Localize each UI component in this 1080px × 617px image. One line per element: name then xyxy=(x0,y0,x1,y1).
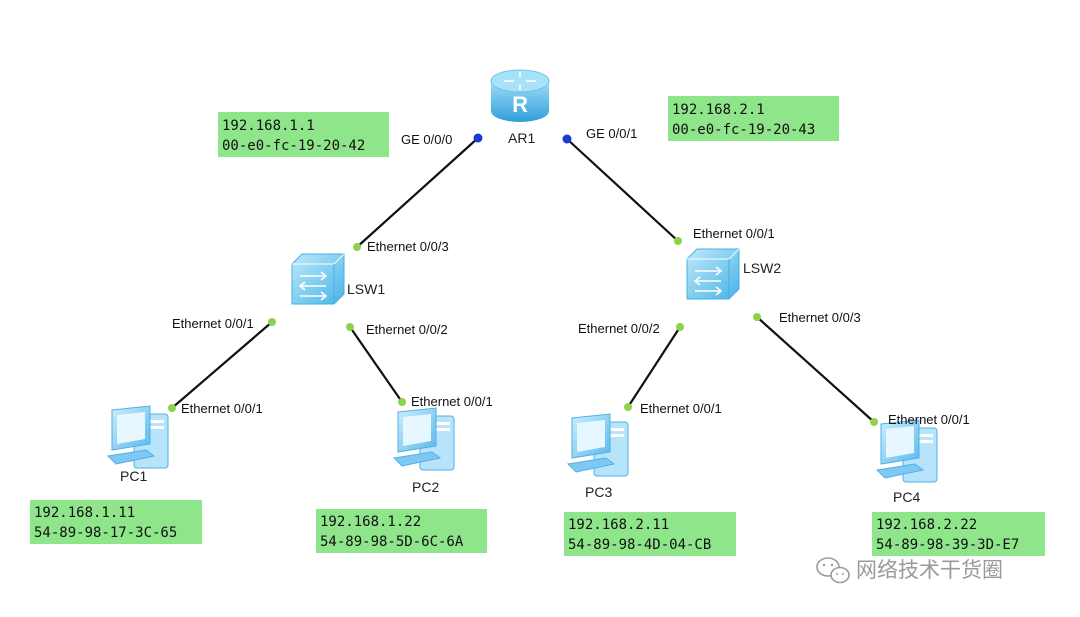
port-label-ar1-ge001: GE 0/0/1 xyxy=(586,126,637,141)
switch-lsw2[interactable] xyxy=(686,248,740,300)
port-dot-lsw2-eth001 xyxy=(674,237,682,245)
port-dots xyxy=(168,133,878,426)
device-label-lsw1: LSW1 xyxy=(347,281,385,297)
ip-address: 192.168.1.22 xyxy=(320,514,421,530)
info-box-ar1-ge001: 192.168.2.1 00-e0-fc-19-20-43 xyxy=(668,96,839,141)
ip-address: 192.168.2.11 xyxy=(568,517,669,533)
port-label-pc3-eth001: Ethernet 0/0/1 xyxy=(640,401,722,416)
port-dot-pc4-eth001 xyxy=(870,418,878,426)
info-box-ar1-ge000: 192.168.1.1 00-e0-fc-19-20-42 xyxy=(218,112,389,157)
links xyxy=(171,137,875,423)
device-label-pc2: PC2 xyxy=(412,479,439,495)
port-dot-lsw1-eth001 xyxy=(268,318,276,326)
watermark: 网络技术干货圈 xyxy=(816,557,1003,584)
switch-icon xyxy=(686,248,740,300)
router-icon: R xyxy=(490,69,550,122)
pc-icon xyxy=(566,413,629,477)
switch-icon xyxy=(291,253,345,305)
device-label-pc3: PC3 xyxy=(585,484,612,500)
port-label-lsw1-eth003: Ethernet 0/0/3 xyxy=(367,239,449,254)
link-lsw1-pc1 xyxy=(171,321,273,409)
port-label-pc2-eth001: Ethernet 0/0/1 xyxy=(411,394,493,409)
pc-pc3[interactable] xyxy=(566,413,629,477)
port-label-lsw2-eth003: Ethernet 0/0/3 xyxy=(779,310,861,325)
mac-address: 54-89-98-5D-6C-6A xyxy=(320,534,464,550)
port-dot-lsw2-eth002 xyxy=(676,323,684,331)
device-label-pc1: PC1 xyxy=(120,468,147,484)
pc-icon xyxy=(875,419,938,483)
mac-address: 54-89-98-39-3D-E7 xyxy=(876,537,1019,553)
svg-text:R: R xyxy=(512,92,528,117)
link-lsw1-pc2 xyxy=(349,326,403,403)
device-label-ar1: AR1 xyxy=(508,130,535,146)
port-dot-ar1-ge001 xyxy=(562,134,572,144)
port-labels: GE 0/0/0 GE 0/0/1 Ethernet 0/0/3 Etherne… xyxy=(172,126,970,427)
port-dot-lsw1-eth002 xyxy=(346,323,354,331)
mac-address: 54-89-98-4D-04-CB xyxy=(568,537,711,553)
ip-address: 192.168.2.22 xyxy=(876,517,977,533)
port-label-ar1-ge000: GE 0/0/0 xyxy=(401,132,452,147)
port-dot-pc1-eth001 xyxy=(168,404,176,412)
port-label-pc4-eth001: Ethernet 0/0/1 xyxy=(888,412,970,427)
device-label-lsw2: LSW2 xyxy=(743,260,781,276)
info-box-pc3: 192.168.2.11 54-89-98-4D-04-CB xyxy=(564,512,736,556)
pc-icon xyxy=(106,405,169,469)
pc-pc1[interactable] xyxy=(106,405,169,469)
port-label-lsw1-eth002: Ethernet 0/0/2 xyxy=(366,322,448,337)
pc-icon xyxy=(392,407,455,471)
port-label-lsw2-eth002: Ethernet 0/0/2 xyxy=(578,321,660,336)
pc-pc4[interactable] xyxy=(875,419,938,483)
link-lsw2-pc4 xyxy=(756,316,875,423)
info-box-pc1: 192.168.1.11 54-89-98-17-3C-65 xyxy=(30,500,202,544)
info-box-pc2: 192.168.1.22 54-89-98-5D-6C-6A xyxy=(316,509,487,553)
mac-address: 00-e0-fc-19-20-43 xyxy=(672,122,815,138)
link-ar1-lsw1 xyxy=(356,137,479,248)
mac-address: 00-e0-fc-19-20-42 xyxy=(222,138,365,154)
switch-lsw1[interactable] xyxy=(291,253,345,305)
port-dot-lsw1-eth003 xyxy=(353,243,361,251)
link-lsw2-pc3 xyxy=(627,326,681,408)
ip-address: 192.168.1.1 xyxy=(222,118,315,134)
port-label-lsw2-eth001: Ethernet 0/0/1 xyxy=(693,226,775,241)
ip-address: 192.168.1.11 xyxy=(34,505,135,521)
router-ar1[interactable]: R xyxy=(490,69,550,122)
device-label-pc4: PC4 xyxy=(893,489,920,505)
ip-address: 192.168.2.1 xyxy=(672,102,765,118)
port-dot-lsw2-eth003 xyxy=(753,313,761,321)
mac-address: 54-89-98-17-3C-65 xyxy=(34,525,177,541)
port-label-lsw1-eth001: Ethernet 0/0/1 xyxy=(172,316,254,331)
port-label-pc1-eth001: Ethernet 0/0/1 xyxy=(181,401,263,416)
port-dot-ar1-ge000 xyxy=(473,133,483,143)
port-dot-pc2-eth001 xyxy=(398,398,406,406)
pc-pc2[interactable] xyxy=(392,407,455,471)
wechat-icon xyxy=(816,557,850,584)
info-box-pc4: 192.168.2.22 54-89-98-39-3D-E7 xyxy=(872,512,1045,556)
link-ar1-lsw2 xyxy=(566,138,679,242)
port-dot-pc3-eth001 xyxy=(624,403,632,411)
watermark-text: 网络技术干货圈 xyxy=(856,558,1003,582)
